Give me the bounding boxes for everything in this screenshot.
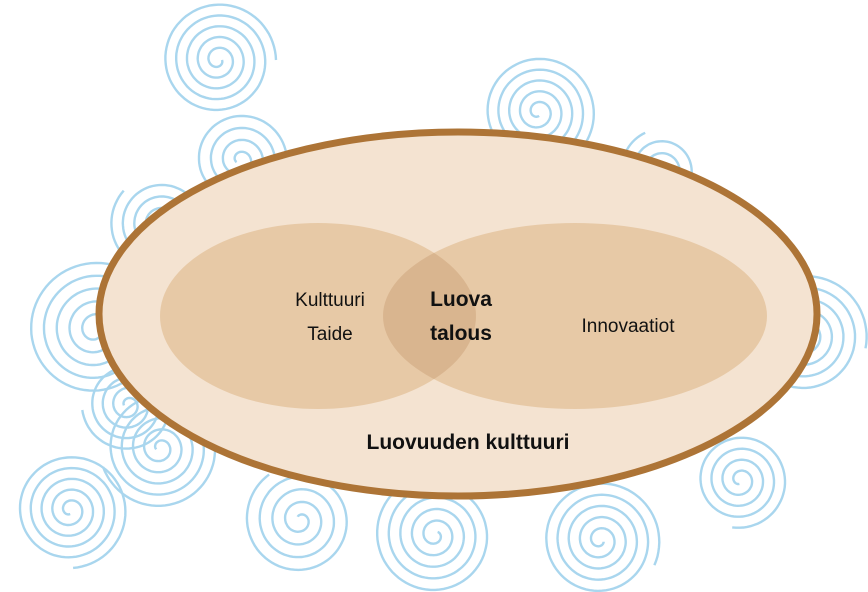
intersection-label-line-1: Luova xyxy=(430,288,492,311)
spiral-decoration xyxy=(376,473,489,592)
left-set-ellipse xyxy=(160,223,476,409)
right-set-label: Innovaatiot xyxy=(582,316,676,337)
right-set-ellipse xyxy=(383,223,767,409)
spiral-decoration xyxy=(699,436,787,529)
left-set-label-line-2: Taide xyxy=(307,324,352,345)
spiral-decoration xyxy=(545,482,661,592)
outer-set-label: Luovuuden kulttuuri xyxy=(367,431,570,454)
spiral-decoration xyxy=(18,456,127,570)
spiral-decoration xyxy=(164,3,278,112)
left-set-label-line-1: Kulttuuri xyxy=(295,290,365,311)
intersection-label-line-2: talous xyxy=(430,322,492,345)
spiral-decoration xyxy=(245,473,348,572)
